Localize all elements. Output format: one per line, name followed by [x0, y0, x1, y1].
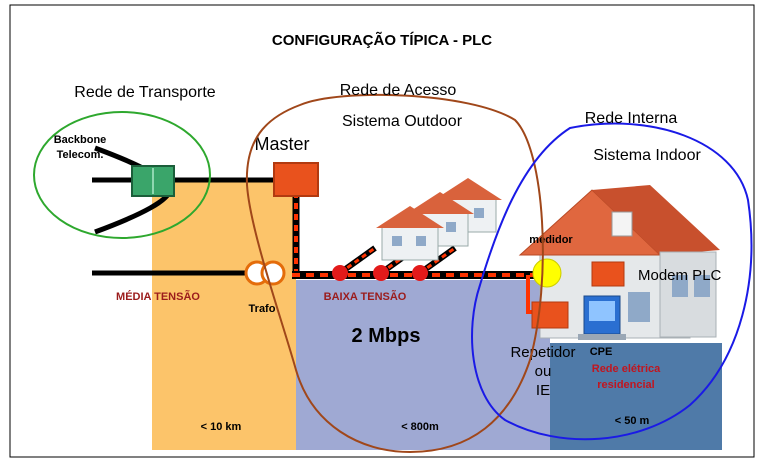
zone-media-tensao [152, 182, 296, 450]
residencial-label-2: residencial [597, 379, 654, 391]
baixa-tensao-label: BAIXA TENSÃO [324, 290, 407, 303]
distance-1: < 10 km [201, 421, 242, 433]
cpe-label: CPE [590, 346, 613, 358]
medidor-label: medidor [529, 234, 573, 246]
diagram-title: CONFIGURAÇÃO TÍPICA - PLC [272, 31, 492, 49]
outdoor-houses [376, 178, 502, 261]
repetidor-label-2: ou [535, 363, 552, 380]
backbone-label-2: Telecom. [57, 149, 104, 161]
indoor-ellipse [471, 122, 753, 441]
distance-2: < 800m [401, 421, 439, 433]
diagram-frame [9, 4, 755, 458]
region-transporte-label: Rede de Transporte [74, 84, 216, 101]
distance-3: < 50 m [615, 415, 650, 427]
master-label: Master [254, 134, 309, 154]
region-acesso-label-1: Rede de Acesso [340, 82, 457, 99]
zone-residencial [550, 343, 722, 450]
region-acesso-label-2: Sistema Outdoor [342, 113, 463, 130]
modem-plc-icon [591, 261, 625, 287]
region-interna-label-2: Sistema Indoor [593, 147, 701, 164]
master-node [273, 162, 319, 197]
outdoor-node-1 [332, 245, 377, 281]
repetidor-label-1: Repetidor [510, 344, 575, 361]
modem-label: Modem PLC [638, 267, 722, 284]
access-ellipse [245, 93, 544, 454]
cpe-computer-icon [578, 295, 626, 340]
meter-icon [532, 258, 562, 288]
speed-label: 2 Mbps [352, 325, 421, 347]
region-interna-label-1: Rede Interna [585, 110, 678, 127]
backbone-label-1: Backbone [54, 134, 107, 146]
transport-ellipse [33, 111, 211, 239]
trafo-label: Trafo [249, 303, 276, 315]
media-tensao-label: MÉDIA TENSÃO [116, 290, 200, 303]
residencial-label-1: Rede elétrica [592, 363, 661, 375]
repetidor-label-3: IE [536, 382, 550, 399]
